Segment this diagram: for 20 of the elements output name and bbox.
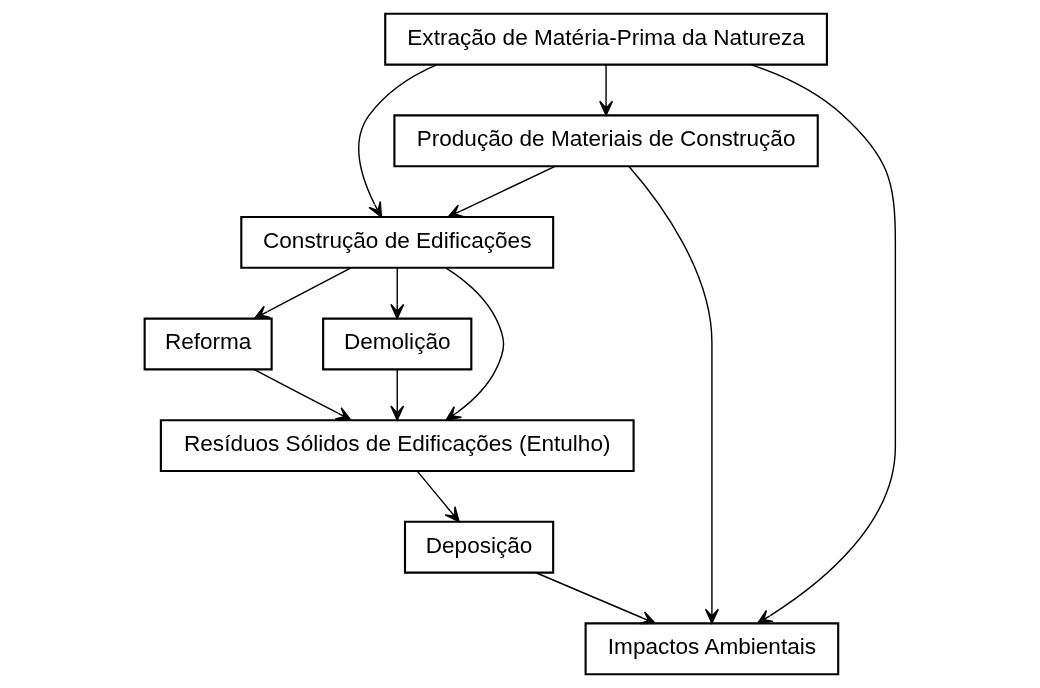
- arrow: [390, 267, 405, 320]
- arrow: [253, 267, 352, 320]
- arrow: [447, 165, 556, 218]
- arrow: [628, 165, 719, 625]
- node-box: Resíduos Sólidos de Edificações (Entulho): [159, 419, 635, 473]
- arrow: [445, 267, 505, 421]
- arrow: [358, 64, 438, 218]
- arrow: [535, 572, 656, 625]
- node-box: Construção de Edificações: [240, 215, 555, 269]
- arrow: [416, 470, 460, 523]
- arrow: [390, 369, 405, 421]
- arrow: [253, 368, 352, 421]
- arrow: [599, 64, 614, 116]
- node-box: Extração de Matéria-Prima da Natureza: [384, 12, 828, 66]
- arrow: [750, 64, 897, 625]
- node-box: Impactos Ambientais: [584, 622, 840, 676]
- node-box: Reforma: [143, 317, 273, 371]
- node-box: Demolição: [322, 317, 473, 371]
- node-box: Produção de Materiais de Construção: [393, 114, 819, 168]
- node-box: Deposição: [403, 520, 555, 574]
